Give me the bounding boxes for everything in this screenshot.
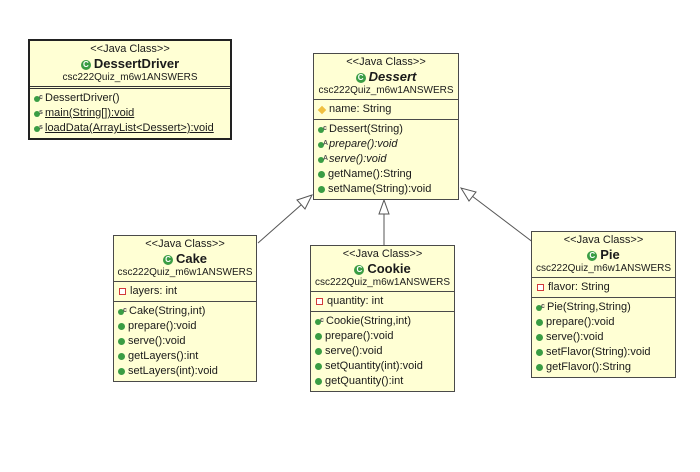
public-method-icon: [536, 349, 543, 356]
methods-section: DessertDriver() main(String[]):void load…: [30, 89, 230, 138]
class-name: Cake: [175, 251, 208, 266]
method-row[interactable]: getQuantity():int: [315, 374, 450, 389]
public-method-icon: [315, 363, 322, 370]
method-row[interactable]: setName(String):void: [318, 182, 454, 197]
pie-arrowhead: [459, 187, 477, 202]
package-label: csc222Quiz_m6w1ANSWERS: [318, 85, 454, 96]
public-method-icon: [315, 378, 322, 385]
method-row[interactable]: Cookie(String,int): [315, 313, 450, 329]
field-row[interactable]: layers: int: [118, 284, 252, 299]
stereotype-label: <<Java Class>>: [563, 234, 644, 246]
method-row[interactable]: serve():void: [536, 330, 671, 345]
field-row[interactable]: name: String: [317, 102, 454, 117]
method-row[interactable]: main(String[]):void: [34, 105, 226, 121]
public-method-icon: [315, 333, 322, 340]
class-name: Cookie: [367, 261, 411, 276]
methods-section: Cake(String,int) prepare():void serve():…: [114, 301, 256, 381]
public-method-icon: [118, 353, 125, 360]
method-row[interactable]: getName():String: [318, 167, 454, 182]
fields-section: flavor: String: [532, 278, 675, 297]
public-method-icon: [118, 368, 125, 375]
stereotype-label: <<Java Class>>: [346, 56, 426, 68]
package-label: csc222Quiz_m6w1ANSWERS: [117, 267, 253, 278]
method-row[interactable]: prepare():void: [536, 315, 671, 330]
constructor-icon: [118, 303, 128, 318]
method-row[interactable]: setQuantity(int):void: [315, 359, 450, 374]
class-name: Pie: [600, 247, 620, 262]
public-method-icon: [536, 364, 543, 371]
method-row[interactable]: prepare():void: [318, 136, 454, 152]
abstract-method-icon: [318, 136, 328, 151]
field-row[interactable]: flavor: String: [536, 280, 671, 295]
fields-section: layers: int: [114, 282, 256, 301]
class-icon: C: [355, 73, 366, 83]
private-field-icon: [316, 298, 323, 305]
package-label: csc222Quiz_m6w1ANSWERS: [62, 72, 198, 83]
methods-section: Dessert(String) prepare():void serve():v…: [314, 119, 458, 199]
public-method-icon: [118, 323, 125, 330]
method-row[interactable]: DessertDriver(): [34, 90, 226, 106]
method-row[interactable]: serve():void: [315, 344, 450, 359]
method-row[interactable]: getFlavor():String: [536, 360, 671, 375]
class-icon: C: [162, 255, 173, 265]
abstract-method-icon: [318, 151, 328, 166]
method-row[interactable]: Cake(String,int): [118, 303, 252, 319]
class-icon: C: [80, 60, 91, 70]
method-row[interactable]: getLayers():int: [118, 349, 252, 364]
method-row[interactable]: serve():void: [118, 334, 252, 349]
package-label: csc222Quiz_m6w1ANSWERS: [535, 263, 672, 274]
method-row[interactable]: setLayers(int):void: [118, 364, 252, 379]
class-icon: C: [587, 251, 598, 261]
constructor-icon: [536, 299, 546, 314]
fields-section: name: String: [314, 100, 458, 119]
cake-extends-line: [257, 204, 302, 244]
method-row[interactable]: prepare():void: [315, 329, 450, 344]
class-icon: C: [354, 265, 365, 275]
public-method-icon: [318, 186, 325, 193]
method-row[interactable]: serve():void: [318, 151, 454, 167]
constructor-icon: [315, 313, 325, 328]
private-field-icon: [537, 284, 544, 291]
static-method-icon: [34, 105, 44, 120]
public-method-icon: [315, 348, 322, 355]
stereotype-label: <<Java Class>>: [145, 238, 225, 250]
cake-arrowhead: [296, 194, 313, 210]
method-row[interactable]: setFlavor(String):void: [536, 345, 671, 360]
pie-extends-line: [471, 195, 535, 244]
method-row[interactable]: Dessert(String): [318, 121, 454, 137]
method-row[interactable]: Pie(String,String): [536, 299, 671, 315]
methods-section: Cookie(String,int) prepare():void serve(…: [311, 311, 454, 391]
public-method-icon: [536, 334, 543, 341]
constructor-icon: [34, 90, 44, 105]
cookie-arrowhead: [378, 198, 390, 215]
static-method-icon: [34, 120, 44, 135]
protected-field-icon: [317, 105, 327, 114]
package-label: csc222Quiz_m6w1ANSWERS: [314, 277, 451, 288]
constructor-icon: [318, 121, 328, 136]
public-method-icon: [118, 338, 125, 345]
methods-section: Pie(String,String) prepare():void serve(…: [532, 297, 675, 377]
public-method-icon: [536, 319, 543, 326]
stereotype-label: <<Java Class>>: [90, 43, 170, 55]
stereotype-label: <<Java Class>>: [342, 248, 423, 260]
class-name: DessertDriver: [93, 56, 180, 71]
method-row[interactable]: prepare():void: [118, 319, 252, 334]
public-method-icon: [318, 171, 325, 178]
private-field-icon: [119, 288, 126, 295]
method-row[interactable]: loadData(ArrayList<Dessert>):void: [34, 120, 226, 136]
fields-section: quantity: int: [311, 292, 454, 311]
class-name: Dessert: [368, 69, 417, 84]
field-row[interactable]: quantity: int: [315, 294, 450, 309]
